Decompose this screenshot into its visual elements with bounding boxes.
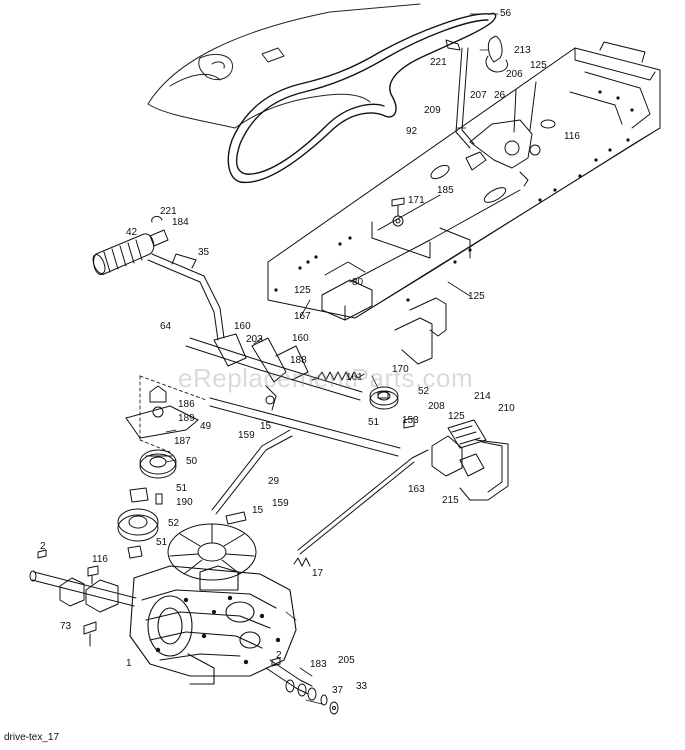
callout-2: 2 <box>40 541 46 552</box>
axles <box>29 570 313 695</box>
callout-116: 116 <box>564 131 580 142</box>
callout-51: 51 <box>156 537 168 548</box>
callout-50: 50 <box>186 456 198 467</box>
callout-64: 64 <box>160 321 172 332</box>
callout-51: 51 <box>176 483 188 494</box>
diagram-reference-code: drive-tex_17 <box>4 732 60 743</box>
control-assembly <box>465 81 541 187</box>
callout-17: 17 <box>312 568 324 579</box>
spring-161 <box>311 371 365 381</box>
callout-51: 51 <box>368 417 380 428</box>
callout-206: 206 <box>506 69 523 80</box>
callout-125: 125 <box>448 411 465 422</box>
washer-stack <box>271 657 339 715</box>
callout-161: 161 <box>346 372 363 383</box>
frame-holes <box>274 90 634 302</box>
bracket-80 <box>321 279 373 321</box>
callout-221: 221 <box>430 57 447 68</box>
callout-170: 170 <box>392 364 409 375</box>
pedal-grip <box>92 233 155 276</box>
callout-189: 189 <box>178 413 195 424</box>
frame-slots <box>392 119 556 227</box>
callout-26: 26 <box>494 90 506 101</box>
callout-184: 184 <box>172 217 189 228</box>
callout-37: 37 <box>332 685 344 696</box>
callout-215: 215 <box>442 495 459 506</box>
small-hardware-left <box>37 549 99 647</box>
callout-190: 190 <box>176 497 193 508</box>
callout-159: 159 <box>238 430 255 441</box>
brake-rod-163 <box>293 449 429 567</box>
callout-213: 213 <box>514 45 531 56</box>
callout-153: 153 <box>402 415 419 426</box>
callout-205: 205 <box>338 655 355 666</box>
callout-186: 186 <box>178 399 195 410</box>
callout-163: 163 <box>408 484 425 495</box>
cooling-fan <box>167 523 257 581</box>
shift-lever <box>445 35 509 149</box>
pedal-arm-shaft <box>147 253 363 401</box>
callout-35: 35 <box>198 247 210 258</box>
brake-pedal <box>403 417 509 501</box>
callout-183: 183 <box>310 659 327 670</box>
callout-187: 187 <box>174 436 191 447</box>
callout-116: 116 <box>92 554 108 565</box>
callout-52: 52 <box>418 386 430 397</box>
clip-221-184 <box>149 215 169 247</box>
rod-29 <box>211 429 293 525</box>
callout-160: 160 <box>292 333 309 344</box>
pulley-50 <box>139 449 177 479</box>
bracket-plate <box>409 297 447 337</box>
callout-160: 160 <box>234 321 251 332</box>
callout-159: 159 <box>272 498 289 509</box>
callout-42: 42 <box>126 227 138 238</box>
callout-185: 185 <box>437 185 454 196</box>
drive-belt <box>227 12 497 184</box>
callout-214: 214 <box>474 391 491 402</box>
pulley-52-left <box>117 508 159 542</box>
callout-73: 73 <box>60 621 72 632</box>
pulley-52-right <box>369 386 399 410</box>
chassis-frame <box>267 41 661 365</box>
callout-1: 1 <box>126 658 132 669</box>
bolt-171 <box>391 197 405 217</box>
callout-171: 171 <box>408 195 425 206</box>
callout-210: 210 <box>498 403 515 414</box>
callout-221: 221 <box>160 206 177 217</box>
callout-15: 15 <box>252 505 264 516</box>
callout-92: 92 <box>406 126 418 137</box>
callout-52: 52 <box>168 518 180 529</box>
idler-arm-49 <box>125 385 199 439</box>
callout-2: 2 <box>276 650 282 661</box>
callout-167: 167 <box>294 311 311 322</box>
callout-29: 29 <box>268 476 280 487</box>
watermark-text: eReplacementParts.com <box>178 363 474 393</box>
cross-shaft <box>209 397 401 457</box>
callout-125: 125 <box>294 285 311 296</box>
callout-125: 125 <box>530 60 547 71</box>
callout-203: 203 <box>246 334 263 345</box>
leader-lines <box>165 13 499 705</box>
callout-125: 125 <box>468 291 485 302</box>
callout-80: 80 <box>352 277 364 288</box>
callout-208: 208 <box>428 401 445 412</box>
reference-lines <box>139 375 207 453</box>
callout-49: 49 <box>200 421 212 432</box>
callout-56: 56 <box>500 8 512 19</box>
callout-15: 15 <box>260 421 272 432</box>
callout-188: 188 <box>290 355 307 366</box>
callout-207: 207 <box>470 90 487 101</box>
transaxle <box>129 565 297 685</box>
callout-209: 209 <box>424 105 441 116</box>
lever-bracket <box>251 337 309 411</box>
transaxle-shading <box>155 595 281 665</box>
callout-33: 33 <box>356 681 368 692</box>
hood-outline <box>147 3 421 129</box>
bushings-51-190 <box>127 487 163 559</box>
